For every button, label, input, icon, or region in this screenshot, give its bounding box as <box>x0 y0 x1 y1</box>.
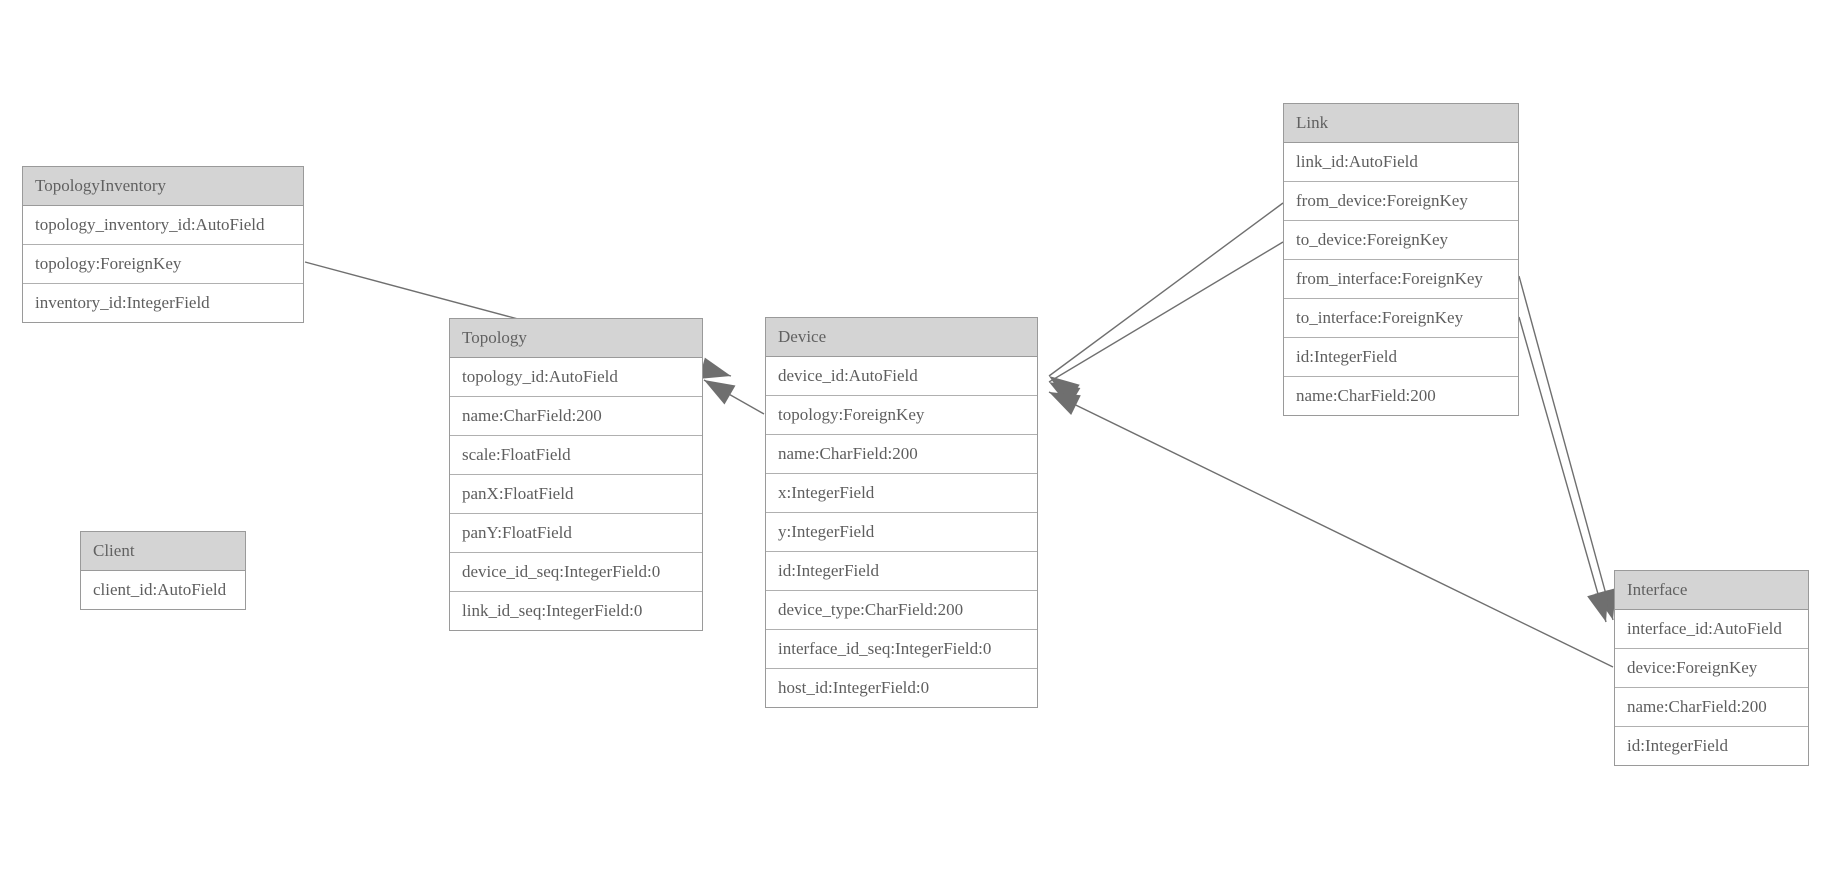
entity-field-row: name:CharField:200 <box>1284 377 1518 415</box>
entity-field-row: interface_id:AutoField <box>1615 610 1808 649</box>
entity-field-row: device_id_seq:IntegerField:0 <box>450 553 702 592</box>
entity-title-device: Device <box>766 318 1037 357</box>
entity-field-row: topology_inventory_id:AutoField <box>23 206 303 245</box>
entity-title-link: Link <box>1284 104 1518 143</box>
entity-field-row: device_id:AutoField <box>766 357 1037 396</box>
entity-field-row: to_interface:ForeignKey <box>1284 299 1518 338</box>
entity-field-row: panY:FloatField <box>450 514 702 553</box>
entity-field-row: y:IntegerField <box>766 513 1037 552</box>
entity-field-row: interface_id_seq:IntegerField:0 <box>766 630 1037 669</box>
entity-field-row: id:IntegerField <box>1615 727 1808 765</box>
entity-field-row: name:CharField:200 <box>766 435 1037 474</box>
entity-field-row: client_id:AutoField <box>81 571 245 609</box>
entity-field-row: to_device:ForeignKey <box>1284 221 1518 260</box>
relation-arrowhead-device-topology <box>704 380 736 405</box>
relation-arrowhead-link-from-device <box>1049 376 1080 403</box>
entity-field-row: device_type:CharField:200 <box>766 591 1037 630</box>
entity-field-row: device:ForeignKey <box>1615 649 1808 688</box>
entity-title-topology: Topology <box>450 319 702 358</box>
relation-arrowhead-interface-device <box>1049 392 1081 416</box>
entity-field-row: from_interface:ForeignKey <box>1284 260 1518 299</box>
entity-field-row: from_device:ForeignKey <box>1284 182 1518 221</box>
relation-line-link-from-interface <box>1518 275 1614 621</box>
relation-line-interface-device <box>1048 391 1614 668</box>
entity-field-row: host_id:IntegerField:0 <box>766 669 1037 707</box>
relation-line-link-to-device <box>1048 241 1284 383</box>
entity-field-row: topology:ForeignKey <box>766 396 1037 435</box>
entity-field-row: link_id_seq:IntegerField:0 <box>450 592 702 630</box>
entity-field-row: inventory_id:IntegerField <box>23 284 303 322</box>
entity-field-row: scale:FloatField <box>450 436 702 475</box>
entity-field-row: name:CharField:200 <box>1615 688 1808 727</box>
entity-field-row: topology:ForeignKey <box>23 245 303 284</box>
relation-line-link-from-device <box>1048 202 1284 377</box>
entity-field-row: id:IntegerField <box>766 552 1037 591</box>
relation-line-device-topology <box>703 379 765 415</box>
relation-arrowhead-link-to-interface <box>1587 590 1609 622</box>
entity-field-row: panX:FloatField <box>450 475 702 514</box>
entity-field-row: id:IntegerField <box>1284 338 1518 377</box>
entity-field-row: topology_id:AutoField <box>450 358 702 397</box>
entity-title-topology-inventory: TopologyInventory <box>23 167 303 206</box>
entity-field-row: x:IntegerField <box>766 474 1037 513</box>
entity-title-client: Client <box>81 532 245 571</box>
relation-arrowhead-topologyinventory-topology <box>699 357 731 379</box>
entity-field-row: name:CharField:200 <box>450 397 702 436</box>
relation-line-link-to-interface <box>1518 316 1607 623</box>
entity-field-row: link_id:AutoField <box>1284 143 1518 182</box>
relation-arrowhead-link-to-device <box>1049 382 1081 407</box>
entity-title-interface: Interface <box>1615 571 1808 610</box>
